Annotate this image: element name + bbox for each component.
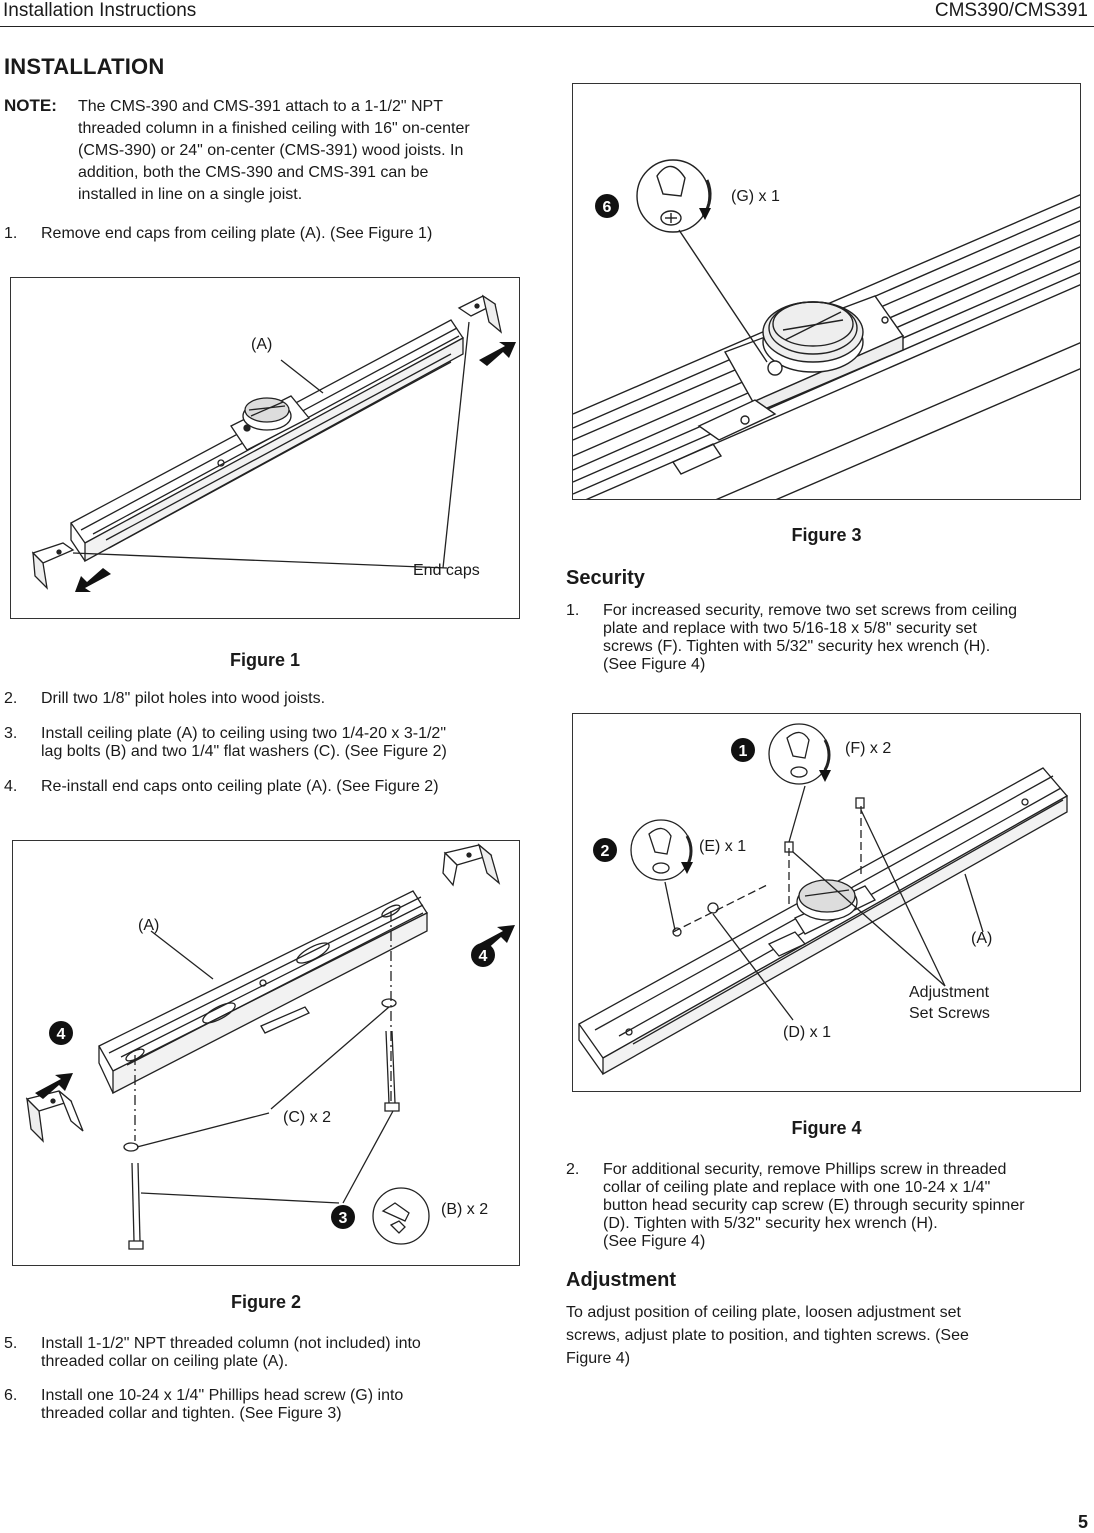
adjustment-text: To adjust position of ceiling plate, loo… — [566, 1301, 1094, 1370]
step-text: Drill two 1/8" pilot holes into wood joi… — [41, 690, 326, 707]
page-header: Installation Instructions CMS390/CMS391 — [0, 0, 1094, 27]
page-number: 5 — [1077, 1512, 1088, 1532]
adjustment-line: screws, adjust plate to position, and ti… — [566, 1327, 969, 1344]
figure-4-caption: Figure 4 — [791, 1118, 862, 1138]
label-f: (F) x 2 — [845, 740, 892, 757]
note-line: The CMS-390 and CMS-391 attach to a 1-1/… — [78, 98, 443, 115]
figure-2-caption: Figure 2 — [230, 1292, 301, 1312]
step-text-line: screws (F). Tighten with 5/32" security … — [603, 638, 991, 655]
note-line: threaded column in a finished ceiling wi… — [78, 120, 470, 137]
step-text-line: For additional security, remove Phillips… — [603, 1161, 1007, 1178]
note-line: (CMS-390) or 24" on-center (CMS-391) woo… — [78, 142, 464, 159]
step-text: Re-install end caps onto ceiling plate (… — [41, 778, 439, 795]
step-number: 1. — [566, 602, 580, 619]
label-set-screws: Set Screws — [909, 1005, 990, 1022]
label-a: (A) — [251, 336, 273, 353]
collar-screw-drawing: 6 — [573, 159, 1080, 499]
label-b: (B) x 2 — [441, 1201, 489, 1218]
figure-1-illustration: (A) End caps — [10, 277, 520, 619]
step-number: 2. — [4, 690, 18, 707]
step-badge: 2 — [601, 843, 610, 860]
ceiling-plate-drawing — [31, 294, 516, 592]
figure-4-illustration: 1 2 (F) x 2 (E) x 1 (A) Adjustment Set S… — [572, 713, 1081, 1092]
label-c: (C) x 2 — [283, 1109, 331, 1126]
step-badge: 4 — [479, 948, 488, 965]
note-line: installed in line on a single joist. — [78, 186, 303, 203]
step-5: 5. Install 1-1/2" NPT threaded column (n… — [4, 1335, 524, 1375]
mounting-hardware-drawing: 4 4 3 — [25, 843, 515, 1250]
label-end-caps: End caps — [413, 562, 480, 579]
figure-2-illustration: 4 4 3 (A) (C) x 2 (B) x 2 — [12, 840, 520, 1266]
security-screws-drawing: 1 2 — [578, 723, 1069, 1076]
step-text-line: threaded collar and tighten. (See Figure… — [41, 1405, 342, 1422]
step-badge: 4 — [57, 1026, 66, 1043]
label-e: (E) x 1 — [699, 838, 747, 855]
label-g: (G) x 1 — [731, 188, 780, 205]
label-adjustment: Adjustment — [909, 984, 990, 1001]
step-text-line: threaded collar on ceiling plate (A). — [41, 1353, 289, 1370]
note-label: NOTE: — [4, 96, 57, 115]
step-badge: 1 — [739, 743, 748, 760]
step-text-line: (D). Tighten with 5/32" security hex wre… — [603, 1215, 938, 1232]
label-a: (A) — [138, 917, 160, 934]
adjustment-line: Figure 4) — [566, 1350, 631, 1367]
step-number: 5. — [4, 1335, 18, 1352]
step-text: Remove end caps from ceiling plate (A). … — [41, 225, 433, 242]
step-text-line: plate and replace with two 5/16-18 x 5/8… — [603, 620, 977, 637]
step-number: 3. — [4, 725, 18, 742]
step-number: 6. — [4, 1387, 18, 1404]
figure-1-caption: Figure 1 — [229, 650, 300, 670]
step-3: 3. Install ceiling plate (A) to ceiling … — [4, 725, 524, 765]
step-badge: 3 — [339, 1210, 348, 1227]
step-text-line: Install 1-1/2" NPT threaded column (not … — [41, 1335, 421, 1352]
adjustment-line: To adjust position of ceiling plate, loo… — [566, 1304, 961, 1321]
step-text-line: For increased security, remove two set s… — [603, 602, 1018, 619]
figure-3-caption: Figure 3 — [791, 525, 862, 545]
step-text-line: lag bolts (B) and two 1/4" flat washers … — [41, 743, 447, 760]
step-number: 1. — [4, 225, 18, 242]
step-text-line: Install ceiling plate (A) to ceiling usi… — [41, 725, 446, 742]
figure-3-illustration: 6 (G) x 1 — [572, 83, 1081, 500]
installation-heading: INSTALLATION — [4, 54, 165, 79]
step-number: 4. — [4, 778, 18, 795]
header-model: CMS390/CMS391 — [934, 0, 1088, 21]
security-step-2: 2. For additional security, remove Phill… — [566, 1161, 1094, 1255]
label-a: (A) — [971, 930, 993, 947]
label-d: (D) x 1 — [783, 1024, 831, 1041]
step-text-line: Install one 10-24 x 1/4" Phillips head s… — [41, 1387, 404, 1404]
note-line: addition, both the CMS-390 and CMS-391 c… — [78, 164, 429, 181]
step-text-line: button head security cap screw (E) throu… — [603, 1197, 1025, 1214]
step-6: 6. Install one 10-24 x 1/4" Phillips hea… — [4, 1387, 524, 1427]
security-heading: Security — [566, 567, 645, 589]
step-text-line: (See Figure 4) — [603, 1233, 706, 1250]
adjustment-heading: Adjustment — [566, 1269, 676, 1291]
security-step-1: 1. For increased security, remove two se… — [566, 602, 1094, 678]
step-text-line: (See Figure 4) — [603, 656, 706, 673]
step-number: 2. — [566, 1161, 580, 1178]
note-text: The CMS-390 and CMS-391 attach to a 1-1/… — [78, 96, 470, 206]
step-badge: 6 — [603, 199, 612, 216]
header-title: Installation Instructions — [3, 0, 197, 21]
step-text-line: collar of ceiling plate and replace with… — [603, 1179, 991, 1196]
